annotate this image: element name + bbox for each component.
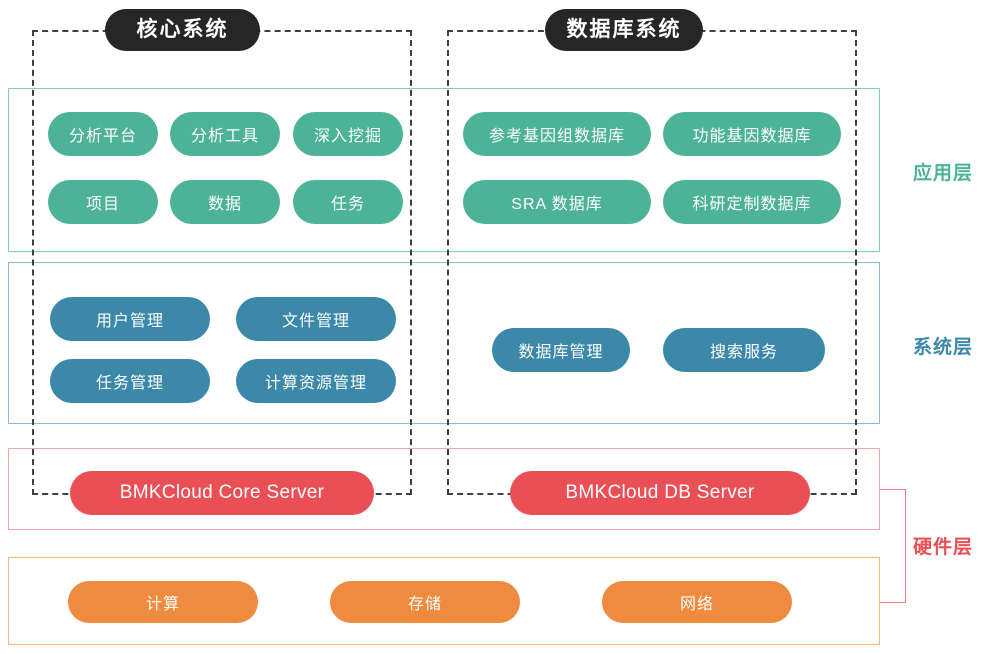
infrastructure-network[interactable]: 网络 xyxy=(602,581,792,623)
hardware-layer-bracket xyxy=(880,489,906,603)
system-layer-frame xyxy=(8,262,880,424)
module-database-management[interactable]: 数据库管理 xyxy=(492,328,630,372)
infrastructure-storage[interactable]: 存储 xyxy=(330,581,520,623)
module-analysis-platform[interactable]: 分析平台 xyxy=(48,112,158,156)
hardware-server-frame xyxy=(8,448,880,530)
module-reference-genome-database[interactable]: 参考基因组数据库 xyxy=(463,112,651,156)
core-system-group xyxy=(32,30,412,495)
module-analysis-tools[interactable]: 分析工具 xyxy=(170,112,280,156)
module-task-management[interactable]: 任务管理 xyxy=(50,359,210,403)
layer-label-application: 应用层 xyxy=(913,163,974,184)
module-custom-research-database[interactable]: 科研定制数据库 xyxy=(663,180,841,224)
module-deep-mining[interactable]: 深入挖掘 xyxy=(293,112,403,156)
application-layer-frame xyxy=(8,88,880,252)
module-data[interactable]: 数据 xyxy=(170,180,280,224)
core-system-title: 核心系统 xyxy=(105,9,260,51)
database-system-group xyxy=(447,30,857,495)
module-project[interactable]: 项目 xyxy=(48,180,158,224)
module-compute-resource-management[interactable]: 计算资源管理 xyxy=(236,359,396,403)
layer-label-system: 系统层 xyxy=(913,337,974,358)
database-system-title: 数据库系统 xyxy=(545,9,703,51)
module-file-management[interactable]: 文件管理 xyxy=(236,297,396,341)
layer-label-hardware: 硬件层 xyxy=(913,537,974,558)
infrastructure-compute[interactable]: 计算 xyxy=(68,581,258,623)
server-bmkcloud-db[interactable]: BMKCloud DB Server xyxy=(510,471,810,515)
server-bmkcloud-core[interactable]: BMKCloud Core Server xyxy=(70,471,374,515)
module-sra-database[interactable]: SRA 数据库 xyxy=(463,180,651,224)
module-task[interactable]: 任务 xyxy=(293,180,403,224)
module-search-service[interactable]: 搜索服务 xyxy=(663,328,825,372)
module-user-management[interactable]: 用户管理 xyxy=(50,297,210,341)
module-functional-gene-database[interactable]: 功能基因数据库 xyxy=(663,112,841,156)
hardware-infrastructure-frame xyxy=(8,557,880,645)
